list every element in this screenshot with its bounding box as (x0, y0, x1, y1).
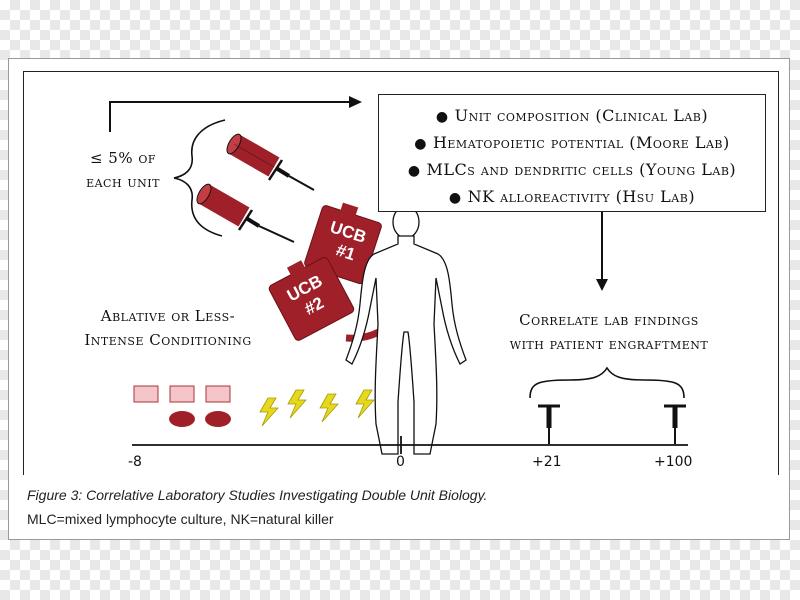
correlate-label: Correlate lab findings with patient engr… (509, 311, 709, 353)
caption-title: Figure 3: Correlative Laboratory Studies… (27, 487, 488, 503)
bullet-icon: ● (448, 190, 462, 206)
tick-label: +21 (532, 454, 562, 470)
diagram-panel: UCB #1 UCB #2 (23, 71, 779, 533)
tick-label: -8 (128, 454, 142, 470)
tick-label: 0 (396, 454, 405, 470)
chemo-day-box (133, 385, 159, 403)
lab-study-item: ●NK alloreactivity (Hsu Lab) (448, 187, 696, 206)
bullet-icon: ● (407, 163, 421, 179)
lightning-bolt-icon (259, 389, 375, 427)
sample-label: ≤ 5% of each unit (86, 149, 160, 191)
unit1-label-line2: #1 (334, 240, 358, 264)
arrow-to-lab-list-head (349, 96, 362, 108)
caption-note: MLC=mixed lymphocyte culture, NK=natural… (27, 511, 334, 527)
chemo-day-box (205, 385, 231, 403)
conditioning-label: Ablative or Less- Intense Conditioning (84, 307, 252, 349)
chemo-day-box (169, 385, 195, 403)
arrow-to-correlate-head (596, 279, 608, 291)
lab-study-item: ●Unit composition (Clinical Lab) (435, 106, 709, 125)
needle-marker-icon (664, 404, 686, 444)
syringe-brace (173, 119, 226, 237)
bullet-icon: ● (414, 136, 427, 152)
syringe-icon (226, 133, 315, 191)
syringe-icon (196, 183, 295, 243)
lab-study-item: ●Hematopoietic potential (Moore Lab) (414, 133, 730, 152)
engraftment-brace (529, 366, 685, 399)
blood-bag-icon: UCB #2 (268, 256, 355, 341)
arrow-to-lab-list (109, 101, 349, 132)
tick-label: +100 (654, 454, 693, 470)
caption: Figure 3: Correlative Laboratory Studies… (9, 475, 789, 539)
chemo-day-oval (169, 411, 195, 427)
chemo-day-oval (205, 411, 231, 427)
figure: UCB #1 UCB #2 (8, 58, 790, 540)
bullet-icon: ● (435, 109, 449, 125)
diagram-art: UCB #1 UCB #2 (109, 96, 688, 455)
lab-study-item: ●MLCs and dendritic cells (Young Lab) (407, 160, 737, 179)
lab-studies-list: ●Unit composition (Clinical Lab) ●Hemato… (378, 94, 766, 212)
human-body-icon (345, 205, 467, 455)
needle-marker-icon (538, 404, 560, 444)
